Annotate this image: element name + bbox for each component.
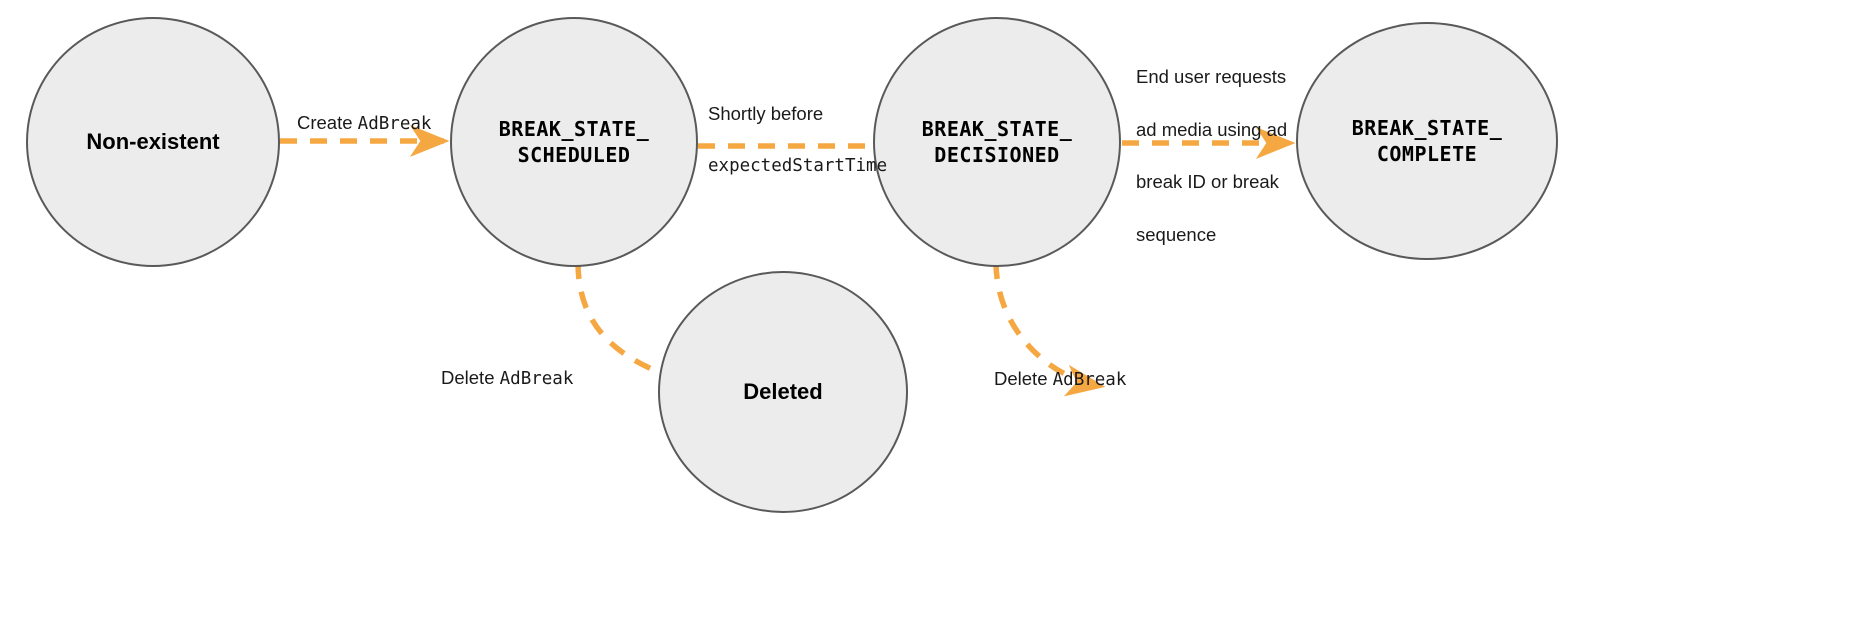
- edge-label-delete-adbreak-scheduled: Delete AdBreak: [441, 341, 573, 391]
- edge-label-line: break ID or break: [1136, 171, 1279, 193]
- state-node-break-state-scheduled[interactable]: BREAK_STATE_ SCHEDULED: [450, 17, 698, 267]
- state-node-label: Deleted: [743, 378, 823, 404]
- state-node-break-state-decisioned[interactable]: BREAK_STATE_ DECISIONED: [873, 17, 1121, 267]
- edge-label-delete-adbreak-decisioned: Delete AdBreak: [994, 342, 1126, 392]
- state-node-label: BREAK_STATE_ SCHEDULED: [498, 117, 650, 167]
- edge-delete-adbreak-decisioned: [993, 261, 1106, 397]
- state-node-label: BREAK_STATE_ DECISIONED: [921, 117, 1073, 167]
- edge-label-text-mono: AdBreak: [499, 368, 574, 389]
- state-node-label: Non-existent: [86, 128, 220, 154]
- edge-label-text-mono: AdBreak: [1052, 369, 1127, 390]
- edge-label-line: sequence: [1136, 223, 1217, 245]
- edge-label-text-mono: expectedStartTime: [708, 155, 888, 176]
- edge-label-text-mono: AdBreak: [357, 113, 432, 134]
- edge-label-text-sans: Shortly before: [708, 103, 824, 125]
- state-node-deleted[interactable]: Deleted: [658, 271, 908, 513]
- edge-label-text-sans: Delete: [994, 367, 1053, 389]
- state-node-non-existent[interactable]: Non-existent: [26, 17, 280, 267]
- state-node-break-state-complete[interactable]: BREAK_STATE_ COMPLETE: [1296, 22, 1558, 260]
- edge-label-line: ad media using ad: [1136, 118, 1288, 140]
- edge-label-text-sans: Create: [297, 111, 358, 133]
- state-node-label: BREAK_STATE_ COMPLETE: [1351, 116, 1503, 166]
- edge-label-shortly-before: Shortly before expectedStartTime: [708, 75, 887, 205]
- edge-label-create-adbreak: Create AdBreak: [297, 86, 431, 136]
- edge-label-end-user-requests: End user requests ad media using ad brea…: [1136, 38, 1296, 274]
- edge-label-line: End user requests: [1136, 66, 1287, 88]
- edge-label-text-sans: Delete: [441, 366, 500, 388]
